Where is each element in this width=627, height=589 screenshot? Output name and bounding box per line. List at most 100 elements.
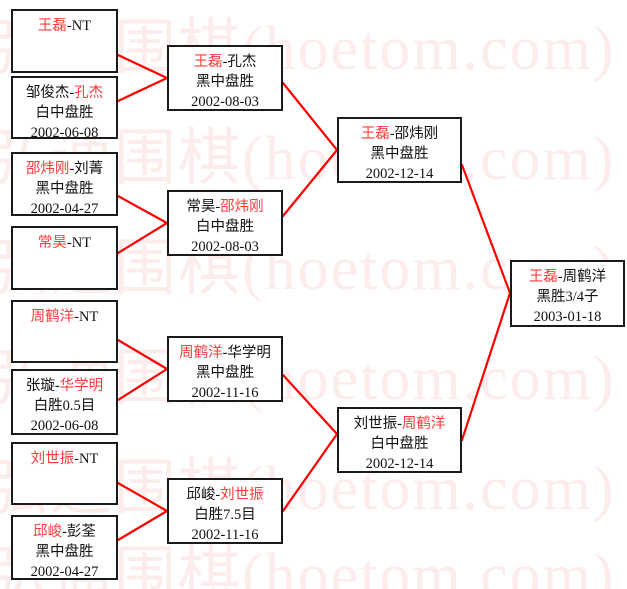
player-right: 孔杰: [227, 54, 257, 70]
player-left: 邱峻: [186, 487, 216, 503]
match-date: 2002-04-27: [30, 564, 99, 580]
connector-r1m4-r2m2: [116, 221, 169, 255]
connector-r3m2-final: [460, 291, 512, 442]
match-date: 2002-04-27: [30, 201, 99, 217]
player-left: 周鹤洋: [30, 309, 75, 325]
player-right: NT: [79, 309, 99, 325]
player-left: 王磊: [193, 54, 223, 70]
match-result: 黑中盘胜: [35, 181, 94, 197]
player-left: 王磊: [37, 18, 67, 34]
match-result: 白中盘胜: [196, 219, 254, 235]
match-players: 常昊-NT: [13, 233, 116, 253]
player-separator: -: [66, 18, 72, 34]
connector-r2m2-r3m1: [281, 148, 339, 218]
match-result: 白中盘胜: [35, 105, 94, 121]
match-result: 白胜7.5目: [194, 507, 256, 523]
match-date: 2003-01-18: [533, 309, 602, 325]
player-right: 华学明: [59, 378, 104, 394]
player-separator: -: [222, 54, 228, 70]
connector-r2m4-r3m2: [281, 432, 339, 513]
connector-r1m6-r2m3: [116, 367, 169, 402]
connector-r1m5-r2m3: [116, 338, 169, 371]
match-players: 常昊-邵炜刚: [169, 197, 281, 217]
match-result: 黑中盘胜: [35, 544, 94, 560]
match-date: 2002-11-16: [191, 527, 259, 543]
player-left: 刘世振: [353, 416, 398, 432]
match-players: 王磊-NT: [13, 16, 116, 36]
player-separator: -: [74, 309, 79, 325]
bracket-node-final[interactable]: 王磊-周鹤洋 黑胜3/4子 2003-01-18: [510, 260, 625, 327]
match-date: 2002-11-16: [191, 385, 259, 401]
player-separator: -: [66, 235, 72, 251]
player-right: 孔杰: [74, 85, 104, 101]
player-left: 邵炜刚: [25, 161, 70, 177]
match-players: 邹俊杰-孔杰: [13, 83, 116, 103]
player-right: 彭荃: [66, 524, 96, 540]
bracket-node-r1-m1[interactable]: 王磊-NT: [11, 9, 118, 73]
connector-r1m3-r2m2: [116, 194, 169, 225]
player-right: 邵炜刚: [394, 126, 439, 142]
bracket-node-r2-m1[interactable]: 王磊-孔杰 黑中盘胜 2002-08-03: [167, 45, 283, 111]
player-left: 刘世振: [30, 451, 75, 467]
player-left: 邱峻: [33, 524, 63, 540]
bracket-node-r1-m8[interactable]: 邱峻-彭荃 黑中盘胜 2002-04-27: [11, 515, 118, 580]
player-left: 王磊: [360, 126, 390, 142]
player-right: NT: [71, 235, 92, 251]
player-left: 常昊: [186, 199, 216, 215]
player-separator: -: [69, 85, 75, 101]
player-separator: -: [389, 126, 395, 142]
match-result: 白中盘胜: [370, 436, 429, 452]
player-separator: -: [69, 161, 75, 177]
player-separator: -: [62, 524, 67, 540]
match-date: 2002-12-14: [365, 166, 434, 182]
bracket-node-r1-m3[interactable]: 邵炜刚-刘菁 黑中盘胜 2002-04-27: [11, 152, 118, 217]
player-left: 邹俊杰: [25, 85, 70, 101]
bracket-node-r2-m4[interactable]: 邱峻-刘世振 白胜7.5目 2002-11-16: [167, 478, 283, 544]
player-separator: -: [54, 378, 60, 394]
player-left: 张璇: [25, 378, 55, 394]
player-separator: -: [215, 487, 221, 503]
connector-r1m8-r2m4: [116, 509, 169, 542]
match-players: 周鹤洋-NT: [13, 307, 116, 327]
match-date: 2002-12-14: [365, 456, 434, 472]
match-players: 王磊-孔杰: [169, 52, 281, 72]
player-right: 华学明: [227, 345, 271, 361]
player-right: 周鹤洋: [562, 269, 607, 285]
match-date: 2002-08-03: [191, 239, 259, 255]
player-right: 刘世振: [220, 487, 264, 503]
player-left: 王磊: [528, 269, 558, 285]
player-separator: -: [397, 416, 402, 432]
bracket-node-r3-m2[interactable]: 刘世振-周鹤洋 白中盘胜 2002-12-14: [337, 407, 462, 473]
player-right: 邵炜刚: [220, 199, 264, 215]
match-result: 黑中盘胜: [196, 365, 254, 381]
bracket-node-r1-m4[interactable]: 常昊-NT: [11, 226, 118, 290]
match-players: 王磊-周鹤洋: [512, 267, 623, 287]
bracket-node-r1-m2[interactable]: 邹俊杰-孔杰 白中盘胜 2002-06-08: [11, 76, 118, 141]
match-players: 邱峻-彭荃: [13, 522, 116, 542]
match-result: 白胜0.5目: [33, 398, 96, 414]
player-separator: -: [74, 451, 79, 467]
match-players: 刘世振-周鹤洋: [339, 414, 460, 434]
match-players: 邵炜刚-刘菁: [13, 159, 116, 179]
connector-r1m7-r2m4: [116, 481, 169, 513]
bracket-node-r2-m3[interactable]: 周鹤洋-华学明 黑中盘胜 2002-11-16: [167, 336, 283, 402]
match-result: 黑中盘胜: [196, 74, 254, 90]
match-date: 2002-06-08: [30, 418, 99, 434]
player-right: NT: [79, 451, 99, 467]
match-players: 邱峻-刘世振: [169, 485, 281, 505]
player-right: 周鹤洋: [401, 416, 446, 432]
bracket-node-r1-m7[interactable]: 刘世振-NT: [11, 442, 118, 505]
player-separator: -: [557, 269, 563, 285]
bracket-node-r1-m6[interactable]: 张璇-华学明 白胜0.5目 2002-06-08: [11, 369, 118, 435]
match-result: 黑胜3/4子: [536, 289, 599, 305]
player-left: 常昊: [37, 235, 67, 251]
bracket-node-r3-m1[interactable]: 王磊-邵炜刚 黑中盘胜 2002-12-14: [337, 117, 462, 183]
match-players: 刘世振-NT: [13, 449, 116, 469]
match-players: 周鹤洋-华学明: [169, 343, 281, 363]
match-date: 2002-08-03: [191, 94, 259, 110]
connector-r2m1-r3m1: [281, 81, 339, 152]
bracket-node-r1-m5[interactable]: 周鹤洋-NT: [11, 300, 118, 363]
bracket-node-r2-m2[interactable]: 常昊-邵炜刚 白中盘胜 2002-08-03: [167, 190, 283, 256]
match-result: 黑中盘胜: [370, 146, 429, 162]
